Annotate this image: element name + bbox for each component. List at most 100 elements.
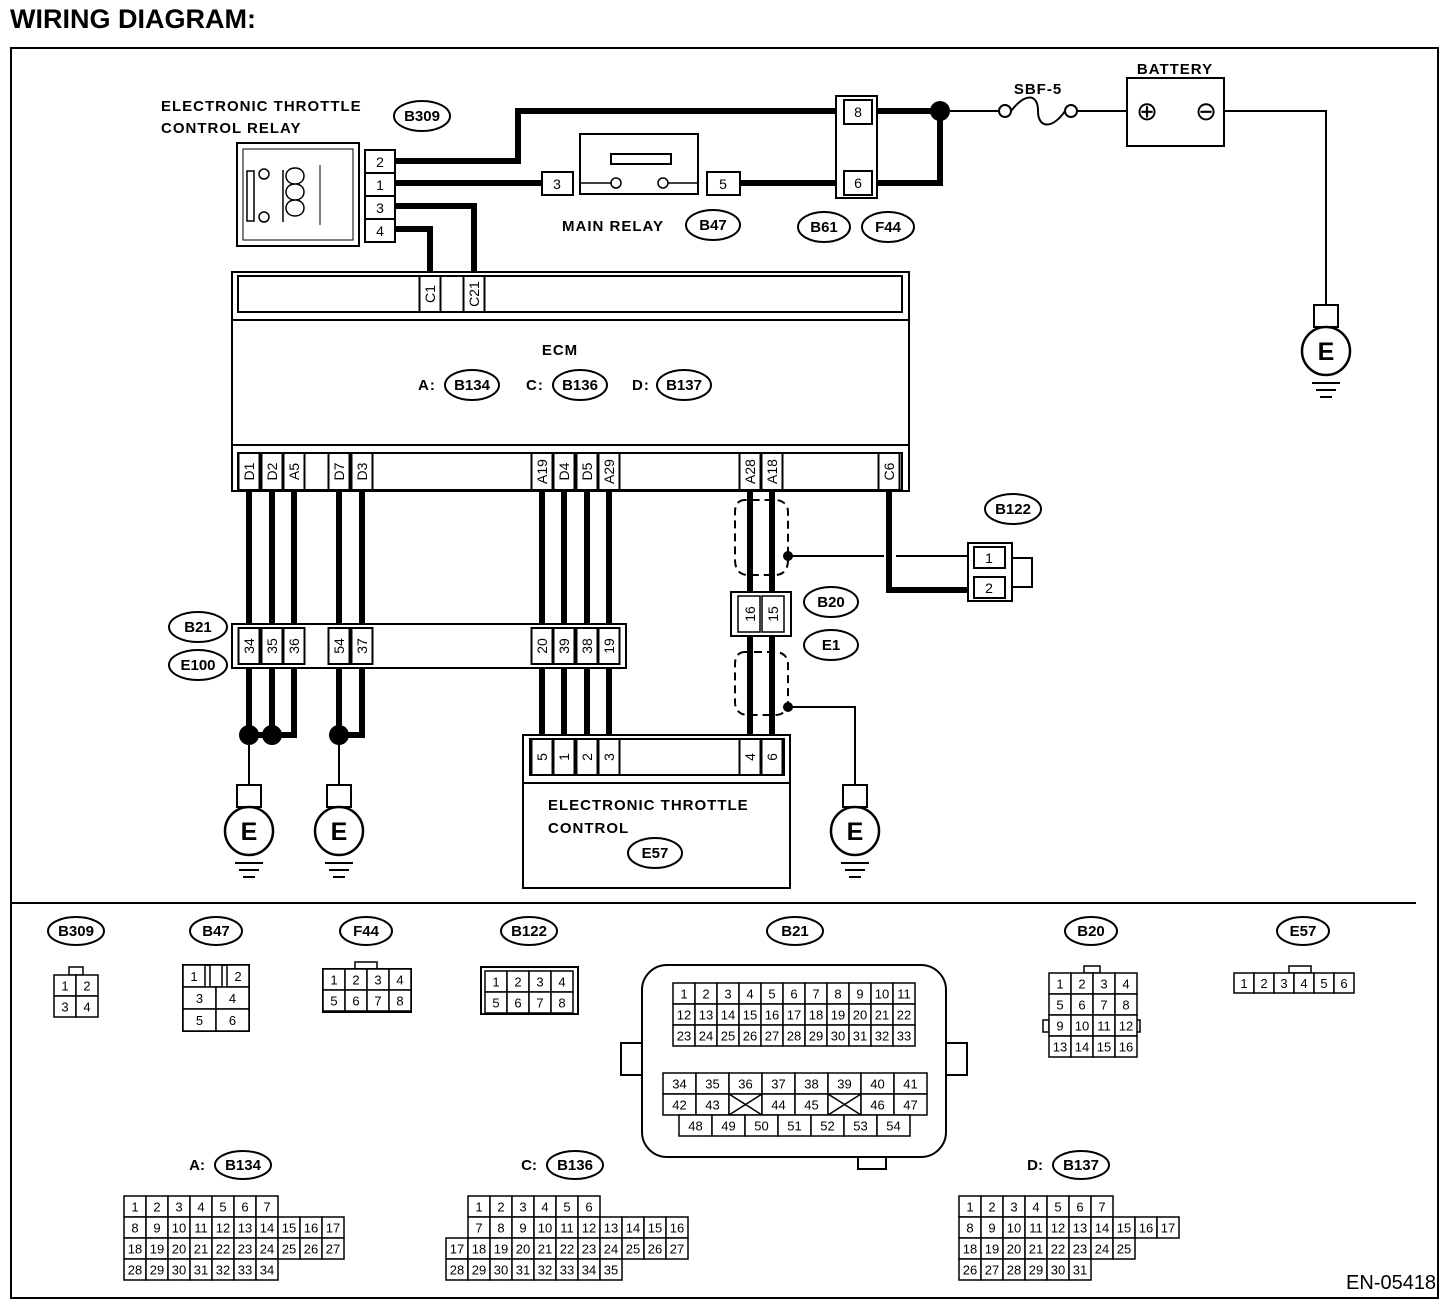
connector-cell-label: 9 bbox=[856, 987, 863, 1002]
connector-cell-label: 25 bbox=[282, 1242, 296, 1257]
connector-cell-label: 4 bbox=[1300, 976, 1307, 991]
ecm-pin: A28 bbox=[742, 459, 758, 484]
connector-cell-label: 35 bbox=[705, 1077, 719, 1092]
connector-tag-outline bbox=[546, 1150, 604, 1180]
connector-tag-outline bbox=[189, 916, 243, 946]
fuse-box-pin: 8 bbox=[854, 104, 862, 120]
ecm-pin-cell bbox=[552, 452, 576, 491]
connector-cell-label: 19 bbox=[150, 1242, 164, 1257]
connector-cell bbox=[1333, 972, 1355, 994]
connector-cell-label: 1 bbox=[1056, 977, 1063, 992]
diagram-code: EN-05418 bbox=[1346, 1272, 1437, 1294]
connector-cell-label: 50 bbox=[754, 1119, 768, 1134]
connector-cell-label: 3 bbox=[1280, 976, 1287, 991]
connector-tag: B122 bbox=[995, 501, 1031, 518]
connector-cell-label: 8 bbox=[497, 1221, 504, 1236]
connector-cell-label: 5 bbox=[1056, 998, 1063, 1013]
etc-relay-label: CONTROL RELAY bbox=[161, 120, 302, 137]
page-title: WIRING DIAGRAM: bbox=[10, 4, 256, 34]
connector-cell-label: 34 bbox=[672, 1077, 686, 1092]
ecm-pin: C21 bbox=[466, 281, 482, 307]
connector-cell bbox=[1156, 1216, 1180, 1239]
connector-cell-label: 5 bbox=[219, 1200, 226, 1215]
connector-cell-label: 26 bbox=[963, 1263, 977, 1278]
connector-tag: F44 bbox=[353, 923, 380, 940]
connector-cell-label: 11 bbox=[897, 987, 911, 1002]
connector-cell-label: 26 bbox=[304, 1242, 318, 1257]
connector-cell-label: 6 bbox=[1076, 1200, 1083, 1215]
shield-wires bbox=[734, 499, 789, 716]
connector-cell-label: 19 bbox=[831, 1008, 845, 1023]
connector-cell bbox=[75, 995, 99, 1018]
connector-cell-label: 32 bbox=[538, 1263, 552, 1278]
connector-tag-outline bbox=[1064, 916, 1118, 946]
main-relay-pin: 5 bbox=[719, 176, 727, 192]
connector-cell-label: 13 bbox=[1053, 1040, 1067, 1055]
connector-cell-label: 18 bbox=[128, 1242, 142, 1257]
connector-cell-label: 4 bbox=[197, 1200, 204, 1215]
connector-cell-label: 17 bbox=[450, 1242, 464, 1257]
connector-cell-label: 8 bbox=[834, 987, 841, 1002]
connector-tag: F44 bbox=[875, 219, 902, 236]
connector-cell bbox=[1112, 1237, 1136, 1260]
connector-cell-label: 27 bbox=[326, 1242, 340, 1257]
fuse-label: SBF-5 bbox=[1014, 81, 1062, 98]
ecm-conn-prefix: C: bbox=[526, 377, 544, 394]
etc-pin: 2 bbox=[579, 753, 595, 761]
connector-cell-label: 2 bbox=[83, 979, 90, 994]
connector-cell-label: 32 bbox=[216, 1263, 230, 1278]
connector-cell-label: 3 bbox=[519, 1200, 526, 1215]
connector-cell-label: 45 bbox=[804, 1098, 818, 1113]
connector-cell-label: 1 bbox=[492, 975, 499, 990]
connector-cell-label: 3 bbox=[61, 1000, 68, 1015]
connector-cell-label: 7 bbox=[374, 994, 381, 1009]
connector-cell-label: 46 bbox=[870, 1098, 884, 1113]
connector-cell bbox=[550, 991, 574, 1014]
connector-cell bbox=[255, 1258, 279, 1281]
connector-cell-label: 54 bbox=[886, 1119, 900, 1134]
connector-cell-label: 6 bbox=[1340, 976, 1347, 991]
connector-cell-label: 48 bbox=[688, 1119, 702, 1134]
b21-pin: 38 bbox=[579, 638, 595, 654]
connector-tag: B61 bbox=[810, 219, 838, 236]
connector-cell bbox=[388, 989, 412, 1012]
connector-cell-label: 14 bbox=[1075, 1040, 1089, 1055]
connector-cell-label: 6 bbox=[790, 987, 797, 1002]
connector-tag-outline bbox=[214, 1150, 272, 1180]
connector-cell-label: 22 bbox=[897, 1008, 911, 1023]
connector-cell-label: 14 bbox=[260, 1221, 274, 1236]
ground-symbol: E bbox=[223, 784, 275, 878]
connector-cell bbox=[1068, 1258, 1092, 1281]
ground-label: E bbox=[1318, 338, 1335, 366]
ecm-pin: C1 bbox=[422, 285, 438, 303]
connector-cell-label: 40 bbox=[870, 1077, 884, 1092]
ecm-pin: D4 bbox=[556, 462, 572, 480]
b21-pin-cell bbox=[237, 627, 261, 665]
connector-tag-outline bbox=[47, 916, 105, 946]
connector-cell bbox=[321, 1237, 345, 1260]
ecm-pin: D5 bbox=[579, 462, 595, 480]
connector-cell-label: 22 bbox=[216, 1242, 230, 1257]
b122-pin: 1 bbox=[985, 550, 993, 566]
connector-cell-label: 34 bbox=[260, 1263, 274, 1278]
connector-cell-label: 14 bbox=[626, 1221, 640, 1236]
connector-cell-label: 16 bbox=[1119, 1040, 1133, 1055]
connector-cell-label: 24 bbox=[699, 1029, 713, 1044]
diagram-frame bbox=[10, 47, 1439, 1299]
connector-cell-label: 15 bbox=[282, 1221, 296, 1236]
b21-pin: 39 bbox=[556, 638, 572, 654]
b21-pin-cell bbox=[597, 627, 621, 665]
connector-tag-outline bbox=[500, 916, 558, 946]
connector-cell-label: 6 bbox=[229, 1013, 236, 1028]
b21-pin: 19 bbox=[601, 638, 617, 654]
connector-cell-label: 19 bbox=[494, 1242, 508, 1257]
connector-cell-label: 31 bbox=[516, 1263, 530, 1278]
connector-tag: B134 bbox=[454, 377, 491, 394]
connector-cell-label: 16 bbox=[1139, 1221, 1153, 1236]
connector-cell-label: 25 bbox=[626, 1242, 640, 1257]
connector-cell-label: 1 bbox=[131, 1200, 138, 1215]
connector-cell bbox=[215, 1008, 250, 1032]
ground-label: E bbox=[847, 818, 864, 846]
connector-tag: E1 bbox=[822, 637, 840, 654]
